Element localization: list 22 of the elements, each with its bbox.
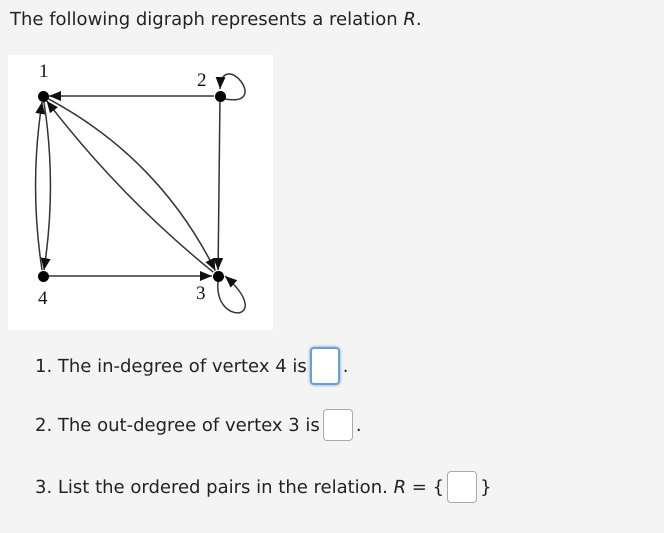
vertex-label: 1	[39, 61, 48, 83]
self-loop-arrow	[217, 275, 246, 314]
vertex-dot	[38, 90, 48, 102]
question-title: The following digraph represents a relation R.	[10, 9, 422, 30]
question-text: 1. The in-degree of vertex 4 is	[35, 356, 307, 376]
punctuation: .	[342, 356, 348, 376]
vertex-dot	[214, 90, 226, 102]
arrow	[213, 102, 224, 270]
vertex-label: 3	[196, 283, 206, 305]
vertex-label: 2	[197, 70, 206, 92]
arrow	[49, 91, 214, 101]
arrow	[40, 102, 52, 270]
vertex-dot	[212, 270, 224, 282]
arrow	[49, 271, 212, 281]
punctuation: .	[356, 414, 362, 436]
vertex-dot	[38, 270, 48, 282]
vertex-label: 4	[38, 288, 48, 310]
question-text: 3. List the ordered pairs in the relation. R = {	[35, 476, 444, 498]
arrow	[34, 102, 46, 270]
punctuation: }	[480, 476, 492, 498]
question-text: 2. The out-degree of vertex 3 is	[35, 414, 320, 436]
self-loop-arrow	[217, 73, 246, 100]
